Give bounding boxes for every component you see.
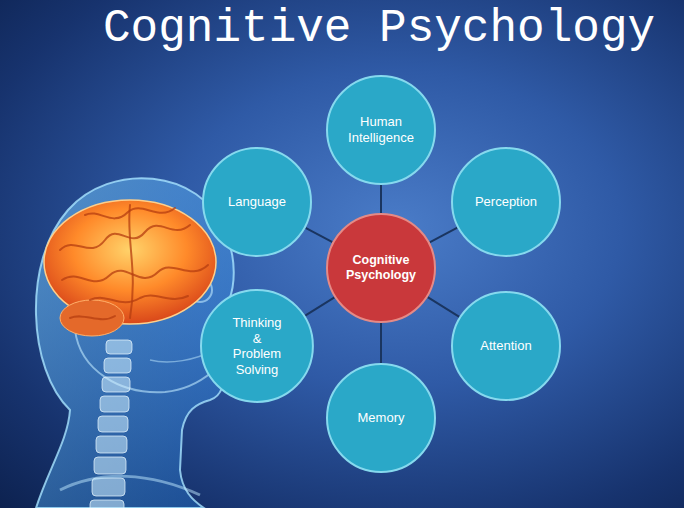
connector-line (305, 297, 334, 315)
connector-line (380, 323, 382, 363)
circle-text-group: Thinking & Problem Solving (229, 315, 286, 377)
topic-circle: Thinking & Problem Solving (200, 289, 314, 403)
hub-circle: Cognitive Psychology (326, 213, 436, 323)
title: Cognitive Psychology (103, 4, 655, 55)
circle-shape (327, 214, 435, 322)
topic-circle: Human Intelligence (326, 75, 436, 185)
circle-shape (201, 290, 313, 402)
circle-shape (203, 148, 311, 256)
topic-circle: Perception (451, 147, 561, 257)
topic-circle: Attention (451, 291, 561, 401)
circle-text-group: Cognitive Psychology (346, 253, 416, 283)
topic-label: Memory (358, 410, 405, 426)
circle-text-group: Language (228, 194, 286, 210)
topic-label: Human Intelligence (348, 114, 414, 145)
topic-label: Language (228, 194, 286, 210)
connector-line (430, 228, 458, 243)
circle-shape (452, 148, 560, 256)
hub-label: Cognitive Psychology (346, 253, 416, 283)
topic-label: Attention (480, 338, 531, 354)
topic-label: Perception (475, 194, 537, 210)
connector-line (306, 228, 333, 242)
circle-shape (327, 76, 435, 184)
connector-line (428, 297, 460, 317)
connector-line (380, 185, 382, 213)
circle-text-group: Perception (475, 194, 537, 210)
topic-label: Thinking & Problem Solving (229, 315, 286, 377)
circle-text-group: Memory (358, 410, 405, 426)
circle-text-group: Attention (480, 338, 531, 354)
topic-circle: Memory (326, 363, 436, 473)
circle-shape (327, 364, 435, 472)
topic-circle: Language (202, 147, 312, 257)
circle-text-group: Human Intelligence (348, 114, 414, 145)
circle-shape (452, 292, 560, 400)
